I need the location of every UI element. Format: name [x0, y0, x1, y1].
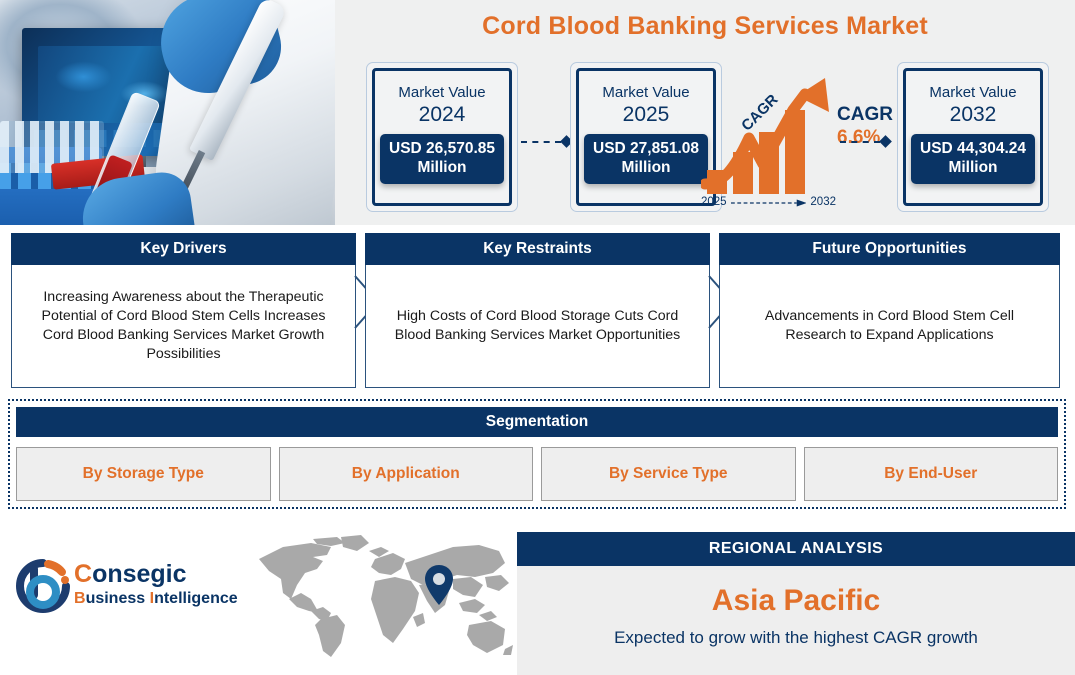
market-value-label: Market Value [602, 84, 690, 101]
future-opportunities-heading: Future Opportunities [719, 233, 1060, 265]
market-value-amount-line1: USD 44,304.24 [920, 140, 1026, 158]
year-arrow-icon [730, 198, 807, 207]
cagr-end-year: 2032 [810, 196, 836, 208]
market-value-label: Market Value [929, 84, 1017, 101]
key-restraints-heading: Key Restraints [365, 233, 710, 265]
regional-analysis-region: Asia Pacific [711, 584, 881, 617]
market-value-amount-line1: USD 26,570.85 [389, 140, 495, 158]
regional-analysis-heading: REGIONAL ANALYSIS [517, 532, 1075, 566]
dashed-connector-2 [840, 135, 892, 148]
market-value-year: 2024 [418, 103, 466, 127]
logo-company-name: Consegic [74, 560, 238, 589]
dashed-connector-1 [521, 135, 573, 148]
consegic-logo-mark-icon [16, 559, 70, 613]
market-value-amount: USD 27,851.08 Million [584, 134, 708, 184]
segmentation-heading: Segmentation [16, 407, 1058, 437]
regional-analysis-subtitle: Expected to grow with the highest CAGR g… [614, 628, 978, 647]
logo-business-rest: usiness [85, 589, 146, 607]
segmentation-row: By Storage Type By Application By Servic… [16, 447, 1058, 501]
key-drivers-body: Increasing Awareness about the Therapeut… [11, 265, 356, 388]
market-value-card-inner: Market Value 2025 USD 27,851.08 Million [576, 68, 716, 206]
market-value-card-2024: Market Value 2024 USD 26,570.85 Million [366, 62, 518, 212]
logo-wordmark: Consegic Business Intelligence [74, 560, 238, 608]
cagr-diagonal-label: CAGR [738, 91, 781, 134]
page-title: Cord Blood Banking Services Market [482, 12, 928, 40]
market-value-amount-line2: Million [621, 158, 671, 176]
logo-company-rest: onsegic [92, 560, 187, 588]
market-value-year: 2032 [949, 103, 997, 127]
market-value-card-2025: Market Value 2025 USD 27,851.08 Million [570, 62, 722, 212]
logo-b-initial: B [74, 589, 86, 607]
key-restraints-body: High Costs of Cord Blood Storage Cuts Co… [365, 265, 710, 388]
key-factors-section: Key Drivers Increasing Awareness about t… [0, 227, 1075, 392]
dashed-line [521, 141, 561, 143]
segment-by-end-user[interactable]: By End-User [803, 447, 1058, 501]
market-value-label: Market Value [398, 84, 486, 101]
market-value-card-2032: Market Value 2032 USD 44,304.24 Million [897, 62, 1049, 212]
dashed-line [840, 141, 880, 143]
key-restraints-box: Key Restraints High Costs of Cord Blood … [365, 233, 710, 388]
segmentation-section: Segmentation By Storage Type By Applicat… [8, 399, 1066, 509]
cagr-graphic: CAGR 2025 2032 CAGR 6.6% [701, 72, 901, 212]
cagr-start-year: 2025 [701, 196, 727, 208]
logo-i-initial: I [149, 589, 155, 607]
key-drivers-box: Key Drivers Increasing Awareness about t… [11, 233, 356, 388]
growth-bar-chart-icon: CAGR [701, 78, 829, 194]
diamond-icon [879, 135, 892, 148]
market-value-amount-line2: Million [948, 158, 998, 176]
hero-photo [0, 0, 335, 225]
market-value-amount-line2: Million [417, 158, 467, 176]
regional-analysis-panel: REGIONAL ANALYSIS Asia Pacific Expected … [517, 532, 1075, 675]
market-value-amount: USD 26,570.85 Million [380, 134, 504, 184]
market-value-year: 2025 [622, 103, 670, 127]
segment-by-application[interactable]: By Application [278, 447, 533, 501]
logo-tagline: Business Intelligence [74, 589, 238, 608]
logo-intelligence-rest: ntelligence [154, 589, 238, 607]
future-opportunities-box: Future Opportunities Advancements in Cor… [719, 233, 1060, 388]
segment-by-service-type[interactable]: By Service Type [541, 447, 796, 501]
footer-section: Consegic Business Intelligence [0, 515, 1075, 675]
market-value-amount-line1: USD 27,851.08 [593, 140, 699, 158]
map-location-pin-icon [425, 565, 453, 605]
market-value-card-inner: Market Value 2024 USD 26,570.85 Million [372, 68, 512, 206]
segment-by-storage-type[interactable]: By Storage Type [16, 447, 271, 501]
cagr-title: CAGR [837, 104, 893, 125]
future-opportunities-body: Advancements in Cord Blood Stem Cell Res… [719, 265, 1060, 388]
market-value-amount: USD 44,304.24 Million [911, 134, 1035, 184]
header-section: Cord Blood Banking Services Market Marke… [0, 0, 1075, 225]
market-value-card-inner: Market Value 2032 USD 44,304.24 Million [903, 68, 1043, 206]
key-drivers-heading: Key Drivers [11, 233, 356, 265]
header-content: Cord Blood Banking Services Market Marke… [335, 0, 1075, 225]
logo-c-initial: C [74, 560, 93, 588]
company-logo: Consegic Business Intelligence [12, 555, 247, 621]
world-map-icon [259, 535, 513, 657]
cagr-year-range: 2025 2032 [701, 194, 836, 210]
